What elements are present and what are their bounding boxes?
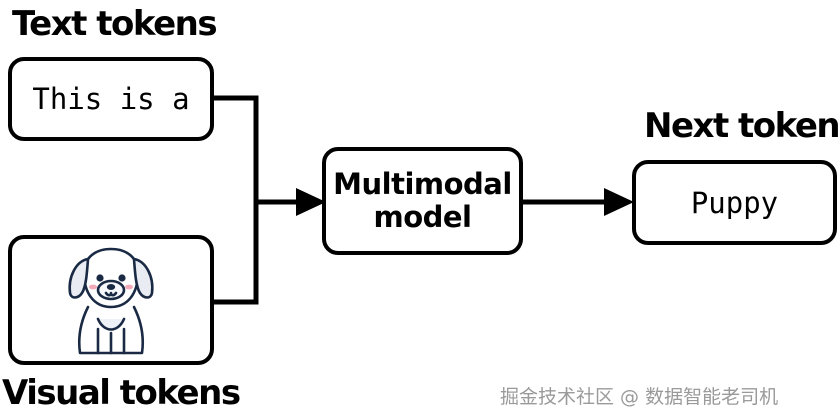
visual-input-box: [8, 235, 214, 365]
visual-to-merge-line: [212, 202, 259, 305]
text-tokens-label: Text tokens: [12, 4, 218, 44]
puppy-icon: [68, 247, 154, 355]
arrow-head-to-output: [604, 188, 634, 216]
next-token-label: Next token: [644, 106, 838, 146]
visual-tokens-label: Visual tokens: [2, 373, 241, 413]
text-to-merge-line: [212, 95, 259, 202]
multimodal-model-box: Multimodal model: [322, 147, 523, 255]
arrow-head-to-model: [296, 188, 326, 216]
output-token-value: Puppy: [690, 185, 779, 220]
text-input-box: This is a: [8, 57, 214, 141]
model-label: Multimodal model: [333, 166, 512, 235]
model-label-line2: model: [373, 200, 472, 234]
model-label-line1: Multimodal: [333, 166, 512, 201]
output-token-box: Puppy: [632, 160, 837, 245]
watermark: 掘金技术社区 @ 数据智能老司机: [500, 386, 779, 408]
text-input-value: This is a: [32, 82, 190, 116]
